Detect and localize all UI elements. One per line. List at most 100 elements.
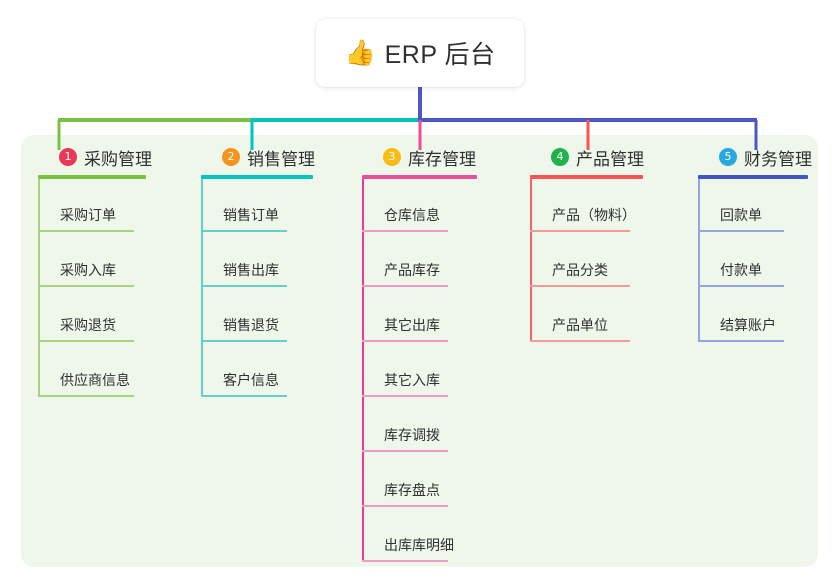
leaf-rule xyxy=(698,340,784,342)
leaf-label: 库存调拨 xyxy=(384,427,440,443)
column-badge-5: 5 xyxy=(719,148,737,166)
leaf-item[interactable]: 销售出库 xyxy=(201,234,315,289)
leaf-label: 销售出库 xyxy=(223,262,279,278)
column-title-3: 库存管理 xyxy=(408,149,476,169)
leaf-label: 付款单 xyxy=(720,262,762,278)
leaf-item[interactable]: 销售退货 xyxy=(201,289,315,344)
leaf-label: 产品分类 xyxy=(552,262,608,278)
column-header-4[interactable]: 4 产品管理 xyxy=(530,143,644,171)
leaf-label: 回款单 xyxy=(720,207,762,223)
leaf-item[interactable]: 产品库存 xyxy=(362,234,477,289)
root-title: ERP 后台 xyxy=(384,41,496,69)
leaf-item[interactable]: 供应商信息 xyxy=(38,344,152,399)
leaf-rule xyxy=(38,340,134,342)
leaf-item[interactable]: 付款单 xyxy=(698,234,812,289)
leaf-list-5: 回款单付款单结算账户 xyxy=(698,179,812,344)
leaf-label: 仓库信息 xyxy=(384,207,440,223)
column-spine-1 xyxy=(38,179,40,397)
column-rule-5 xyxy=(698,175,808,179)
diagram-panel xyxy=(21,135,818,567)
column-5: 5 财务管理回款单付款单结算账户 xyxy=(698,143,812,344)
column-spine-4 xyxy=(530,179,532,342)
leaf-rule xyxy=(38,285,134,287)
column-title-2: 销售管理 xyxy=(247,149,315,169)
leaf-label: 出库库明细 xyxy=(384,537,454,553)
leaf-rule xyxy=(362,560,448,562)
leaf-rule xyxy=(201,395,287,397)
column-rule-3 xyxy=(362,175,477,179)
leaf-rule xyxy=(362,395,448,397)
leaf-label: 产品（物料） xyxy=(552,207,636,223)
leaf-list-2: 销售订单销售出库销售退货客户信息 xyxy=(201,179,315,399)
leaf-rule xyxy=(201,340,287,342)
column-4: 4 产品管理产品（物料） 产品分类产品单位 xyxy=(530,143,644,344)
leaf-item[interactable]: 产品分类 xyxy=(530,234,644,289)
column-title-5: 财务管理 xyxy=(744,149,812,169)
leaf-item[interactable]: 其它出库 xyxy=(362,289,477,344)
leaf-item[interactable]: 采购退货 xyxy=(38,289,152,344)
leaf-item[interactable]: 仓库信息 xyxy=(362,179,477,234)
leaf-item[interactable]: 产品单位 xyxy=(530,289,644,344)
column-spine-3 xyxy=(362,179,364,562)
column-1: 1 采购管理采购订单采购入库采购退货供应商信息 xyxy=(38,143,152,399)
leaf-item[interactable]: 库存调拨 xyxy=(362,399,477,454)
column-rule-4 xyxy=(530,175,643,179)
column-header-1[interactable]: 1 采购管理 xyxy=(38,143,152,171)
leaf-label: 采购入库 xyxy=(60,262,116,278)
leaf-rule xyxy=(362,450,448,452)
leaf-rule xyxy=(530,230,630,232)
leaf-item[interactable]: 采购入库 xyxy=(38,234,152,289)
leaf-label: 产品库存 xyxy=(384,262,440,278)
leaf-list-3: 仓库信息产品库存其它出库其它入库库存调拨库存盘点出库库明细 xyxy=(362,179,477,564)
column-header-3[interactable]: 3 库存管理 xyxy=(362,143,477,171)
leaf-item[interactable]: 出库库明细 xyxy=(362,509,477,564)
column-badge-2: 2 xyxy=(222,148,240,166)
leaf-rule xyxy=(362,340,448,342)
leaf-label: 销售退货 xyxy=(223,317,279,333)
column-header-5[interactable]: 5 财务管理 xyxy=(698,143,812,171)
leaf-label: 其它入库 xyxy=(384,372,440,388)
leaf-item[interactable]: 库存盘点 xyxy=(362,454,477,509)
leaf-label: 采购订单 xyxy=(60,207,116,223)
column-title-1: 采购管理 xyxy=(84,149,152,169)
leaf-item[interactable]: 产品（物料） xyxy=(530,179,644,234)
leaf-item[interactable]: 销售订单 xyxy=(201,179,315,234)
leaf-item[interactable]: 回款单 xyxy=(698,179,812,234)
leaf-label: 供应商信息 xyxy=(60,372,130,388)
leaf-label: 其它出库 xyxy=(384,317,440,333)
leaf-list-4: 产品（物料） 产品分类产品单位 xyxy=(530,179,644,344)
column-spine-5 xyxy=(698,179,700,342)
leaf-rule xyxy=(362,285,448,287)
leaf-rule xyxy=(530,340,630,342)
leaf-label: 产品单位 xyxy=(552,317,608,333)
leaf-label: 结算账户 xyxy=(720,317,776,333)
leaf-rule xyxy=(201,230,287,232)
leaf-list-1: 采购订单采购入库采购退货供应商信息 xyxy=(38,179,152,399)
leaf-label: 销售订单 xyxy=(223,207,279,223)
column-3: 3 库存管理仓库信息产品库存其它出库其它入库库存调拨库存盘点出库库明细 xyxy=(362,143,477,564)
column-rule-1 xyxy=(38,175,146,179)
leaf-item[interactable]: 结算账户 xyxy=(698,289,812,344)
leaf-item[interactable]: 客户信息 xyxy=(201,344,315,399)
column-title-4: 产品管理 xyxy=(576,149,644,169)
column-rule-2 xyxy=(201,175,313,179)
leaf-rule xyxy=(38,230,134,232)
column-spine-2 xyxy=(201,179,203,397)
root-node[interactable]: 👍 ERP 后台 xyxy=(316,19,524,87)
column-badge-4: 4 xyxy=(551,148,569,166)
leaf-rule xyxy=(362,505,448,507)
leaf-rule xyxy=(38,395,134,397)
leaf-item[interactable]: 采购订单 xyxy=(38,179,152,234)
column-badge-3: 3 xyxy=(383,148,401,166)
column-2: 2 销售管理销售订单销售出库销售退货客户信息 xyxy=(201,143,315,399)
leaf-rule xyxy=(698,230,784,232)
leaf-rule xyxy=(530,285,630,287)
leaf-label: 采购退货 xyxy=(60,317,116,333)
column-badge-1: 1 xyxy=(59,148,77,166)
leaf-item[interactable]: 其它入库 xyxy=(362,344,477,399)
leaf-label: 客户信息 xyxy=(223,372,279,388)
leaf-rule xyxy=(362,230,448,232)
leaf-rule xyxy=(201,285,287,287)
thumbs-up-icon: 👍 xyxy=(344,38,376,67)
column-header-2[interactable]: 2 销售管理 xyxy=(201,143,315,171)
